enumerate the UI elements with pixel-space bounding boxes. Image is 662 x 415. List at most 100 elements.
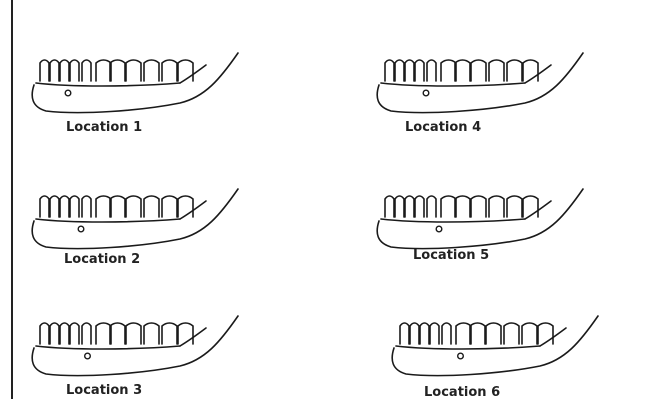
tooth xyxy=(96,60,111,81)
left-border-line xyxy=(11,0,13,399)
tooth xyxy=(400,323,409,344)
tooth xyxy=(126,196,141,217)
tooth xyxy=(70,196,79,217)
tooth xyxy=(82,60,91,81)
tooth xyxy=(523,60,538,81)
tooth xyxy=(96,323,111,344)
tooth xyxy=(110,323,125,344)
mandible-drawing xyxy=(30,42,270,132)
tooth xyxy=(441,60,456,81)
tooth xyxy=(507,196,522,217)
tooth xyxy=(427,60,436,81)
mandible-panel-4: Location 5 xyxy=(375,178,615,288)
tooth xyxy=(522,323,537,344)
tooth xyxy=(523,196,538,217)
tooth xyxy=(110,60,125,81)
tooth xyxy=(126,60,141,81)
mandible-outline xyxy=(392,316,598,376)
mandible-outline xyxy=(32,189,238,249)
tooth xyxy=(178,60,193,81)
tooth xyxy=(455,60,470,81)
tooth xyxy=(96,196,111,217)
tooth xyxy=(144,196,159,217)
tooth xyxy=(427,196,436,217)
mandible-drawing xyxy=(30,305,270,395)
tooth xyxy=(442,323,451,344)
tooth xyxy=(40,60,49,81)
location-label: Location 5 xyxy=(413,248,489,263)
tooth xyxy=(50,196,59,217)
tooth xyxy=(82,196,91,217)
tooth xyxy=(50,60,59,81)
gum-line xyxy=(36,346,180,349)
tooth xyxy=(489,196,504,217)
tooth xyxy=(441,196,456,217)
tooth xyxy=(415,60,424,81)
mental-foramen-marker xyxy=(458,353,464,359)
mandible-outline xyxy=(377,53,583,113)
location-label: Location 6 xyxy=(424,385,500,400)
tooth xyxy=(144,60,159,81)
gum-line xyxy=(396,346,540,349)
tooth xyxy=(504,323,519,344)
tooth xyxy=(162,196,177,217)
tooth xyxy=(178,196,193,217)
mental-foramen-marker xyxy=(423,90,429,96)
tooth xyxy=(60,196,69,217)
tooth xyxy=(162,60,177,81)
tooth xyxy=(144,323,159,344)
tooth xyxy=(471,196,486,217)
tooth xyxy=(489,60,504,81)
mental-foramen-marker xyxy=(85,353,91,359)
tooth xyxy=(405,60,414,81)
tooth xyxy=(415,196,424,217)
tooth xyxy=(470,323,485,344)
tooth xyxy=(162,323,177,344)
mandible-panel-2: Location 4 xyxy=(375,42,615,152)
mandible-drawing xyxy=(390,305,630,395)
gum-line xyxy=(36,83,180,86)
tooth xyxy=(507,60,522,81)
tooth xyxy=(395,60,404,81)
mental-foramen-marker xyxy=(65,90,71,96)
mental-foramen-marker xyxy=(436,226,442,232)
mandible-outline xyxy=(377,189,583,249)
tooth xyxy=(385,196,394,217)
mandible-panel-1: Location 1 xyxy=(30,42,270,152)
location-label: Location 4 xyxy=(405,120,481,135)
tooth xyxy=(385,60,394,81)
location-label: Location 3 xyxy=(66,383,142,398)
gum-line xyxy=(36,219,180,222)
tooth xyxy=(110,196,125,217)
tooth xyxy=(471,60,486,81)
tooth xyxy=(50,323,59,344)
tooth xyxy=(82,323,91,344)
tooth xyxy=(40,323,49,344)
tooth xyxy=(395,196,404,217)
tooth xyxy=(430,323,439,344)
tooth xyxy=(486,323,501,344)
tooth xyxy=(178,323,193,344)
mandible-outline xyxy=(32,316,238,376)
mandible-drawing xyxy=(375,42,615,132)
tooth xyxy=(70,60,79,81)
tooth xyxy=(405,196,414,217)
tooth xyxy=(455,196,470,217)
tooth xyxy=(410,323,419,344)
mandible-panel-3: Location 2 xyxy=(30,178,270,288)
gum-line xyxy=(381,219,525,222)
tooth xyxy=(60,60,69,81)
tooth xyxy=(420,323,429,344)
gum-line xyxy=(381,83,525,86)
mandible-outline xyxy=(32,53,238,113)
tooth xyxy=(126,323,141,344)
tooth xyxy=(40,196,49,217)
location-label: Location 2 xyxy=(64,252,140,267)
location-label: Location 1 xyxy=(66,120,142,135)
tooth xyxy=(70,323,79,344)
mandible-drawing xyxy=(375,178,615,268)
mental-foramen-marker xyxy=(78,226,84,232)
tooth xyxy=(538,323,553,344)
tooth xyxy=(456,323,471,344)
tooth xyxy=(60,323,69,344)
